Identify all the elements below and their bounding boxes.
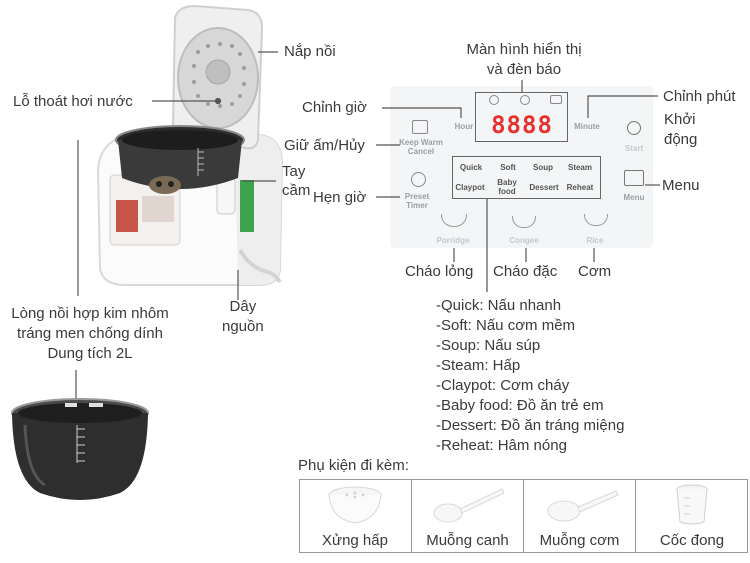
display-label-line2: và đèn báo bbox=[486, 61, 562, 78]
mode-dessert[interactable]: Dessert bbox=[529, 183, 559, 192]
rice-paddle-icon bbox=[547, 490, 619, 522]
keep-warm-button-label[interactable]: Keep Warm Cancel bbox=[398, 138, 444, 156]
mode-baby-food[interactable]: Baby food bbox=[497, 178, 517, 196]
accessory-measuring-cup-label: Cốc đong bbox=[659, 532, 725, 549]
steam-vent-label: Lỗ thoát hơi nước bbox=[13, 93, 133, 110]
adjust-hour-label: Chỉnh giờ bbox=[302, 99, 367, 116]
accessory-soup-ladle-label: Muỗng canh bbox=[426, 532, 509, 549]
indicator-icon-1 bbox=[489, 95, 499, 105]
menu-button-label[interactable]: Menu bbox=[623, 193, 645, 202]
preset-label-line2: Timer bbox=[406, 201, 428, 210]
inner-pot-illustration bbox=[11, 398, 149, 500]
power-cord-label-line2: nguồn bbox=[222, 318, 264, 335]
congee-button-label[interactable]: Congee bbox=[509, 236, 539, 245]
minute-button-label[interactable]: Minute bbox=[574, 122, 600, 131]
accessory-rice-paddle-label: Muỗng cơm bbox=[539, 532, 620, 549]
indicator-icon-3 bbox=[550, 95, 562, 104]
accessories-title: Phụ kiện đi kèm: bbox=[298, 457, 409, 474]
accessory-soup-ladle: Muỗng canh bbox=[411, 479, 523, 553]
indicator-icon-2 bbox=[520, 95, 530, 105]
start-button-label[interactable]: Start bbox=[624, 144, 644, 153]
mode-claypot[interactable]: Claypot bbox=[455, 183, 485, 192]
start-label-line2: động bbox=[664, 131, 698, 148]
porridge-label: Cháo lỏng bbox=[405, 263, 474, 280]
mode-description-soft: -Soft: Nấu cơm mềm bbox=[436, 317, 576, 334]
handle-label: Tay cầm bbox=[282, 162, 310, 200]
mode-description-list: -Quick: Nấu nhanh -Soft: Nấu cơm mềm -So… bbox=[436, 296, 624, 456]
rice-label: Cơm bbox=[578, 263, 612, 280]
accessory-measuring-cup: Cốc đong bbox=[635, 479, 748, 553]
power-cord-label-line1: Dây bbox=[229, 298, 257, 315]
mode-description-dessert: -Dessert: Đồ ăn tráng miệng bbox=[436, 417, 625, 434]
congee-label: Cháo đặc bbox=[493, 263, 558, 280]
start-power-icon[interactable] bbox=[627, 121, 641, 135]
soup-ladle-icon bbox=[433, 488, 505, 523]
mode-grid-frame bbox=[452, 156, 601, 199]
mode-description-quick: -Quick: Nấu nhanh bbox=[436, 297, 562, 314]
timer-label: Hẹn giờ bbox=[313, 189, 367, 206]
preset-timer-button-label[interactable]: Preset Timer bbox=[398, 192, 436, 210]
keep-warm-label-line1: Keep Warm bbox=[399, 138, 443, 147]
mode-description-baby-food: -Baby food: Đồ ăn trẻ em bbox=[436, 397, 604, 414]
led-display: 8888 bbox=[491, 111, 553, 139]
lid-label: Nắp nồi bbox=[284, 43, 336, 60]
rice-button-label[interactable]: Rice bbox=[586, 236, 604, 245]
menu-label: Menu bbox=[662, 177, 700, 194]
leader-lines-panel bbox=[376, 80, 660, 292]
inner-pot-label-line1: Lòng nồi hợp kim nhôm bbox=[11, 305, 169, 322]
inner-pot-label-line3: Dung tích 2L bbox=[47, 345, 133, 362]
adjust-minute-label: Chỉnh phút bbox=[663, 88, 736, 105]
mode-quick[interactable]: Quick bbox=[459, 163, 483, 172]
display-label-line1: Màn hình hiển thị bbox=[466, 41, 582, 58]
inner-pot-label: Lòng nồi hợp kim nhôm tráng men chống dí… bbox=[2, 304, 178, 364]
steamer-icon bbox=[328, 486, 382, 524]
preset-label-line1: Preset bbox=[404, 192, 430, 201]
mode-soup[interactable]: Soup bbox=[533, 163, 553, 172]
mode-reheat[interactable]: Reheat bbox=[566, 183, 594, 192]
accessory-steamer-label: Xửng hấp bbox=[322, 532, 388, 549]
mode-description-soup: -Soup: Nấu súp bbox=[436, 337, 541, 354]
timer-icon[interactable] bbox=[411, 172, 426, 187]
inner-pot-label-line2: tráng men chống dính bbox=[17, 325, 163, 342]
start-label: Khởi động bbox=[664, 110, 697, 150]
mode-description-claypot: -Claypot: Cơm cháy bbox=[436, 377, 570, 394]
hour-button-label[interactable]: Hour bbox=[454, 122, 474, 131]
display-frame bbox=[475, 92, 568, 142]
accessory-rice-paddle: Muỗng cơm bbox=[523, 479, 635, 553]
display-label: Màn hình hiển thị và đèn báo bbox=[458, 40, 590, 80]
mode-soft[interactable]: Soft bbox=[500, 163, 516, 172]
keep-warm-label: Giữ ấm/Hủy bbox=[284, 137, 365, 154]
start-label-line1: Khởi bbox=[664, 111, 696, 128]
power-cord-label: Dây nguồn bbox=[222, 297, 264, 337]
keep-warm-icon[interactable] bbox=[412, 120, 428, 134]
porridge-button-label[interactable]: Porridge bbox=[436, 236, 470, 245]
mode-description-reheat: -Reheat: Hâm nóng bbox=[436, 437, 567, 454]
leader-lines-left bbox=[75, 51, 278, 398]
mode-steam[interactable]: Steam bbox=[567, 163, 592, 172]
accessory-steamer: Xửng hấp bbox=[299, 479, 411, 553]
handle-label-line2: cầm bbox=[282, 182, 311, 199]
rice-cooker-illustration bbox=[96, 4, 284, 286]
handle-label-line1: Tay bbox=[282, 163, 306, 180]
mode-description-steam: -Steam: Hấp bbox=[436, 357, 521, 374]
measuring-cup-icon bbox=[676, 484, 708, 525]
keep-warm-label-line2: Cancel bbox=[407, 147, 435, 156]
menu-book-icon[interactable] bbox=[624, 170, 644, 186]
